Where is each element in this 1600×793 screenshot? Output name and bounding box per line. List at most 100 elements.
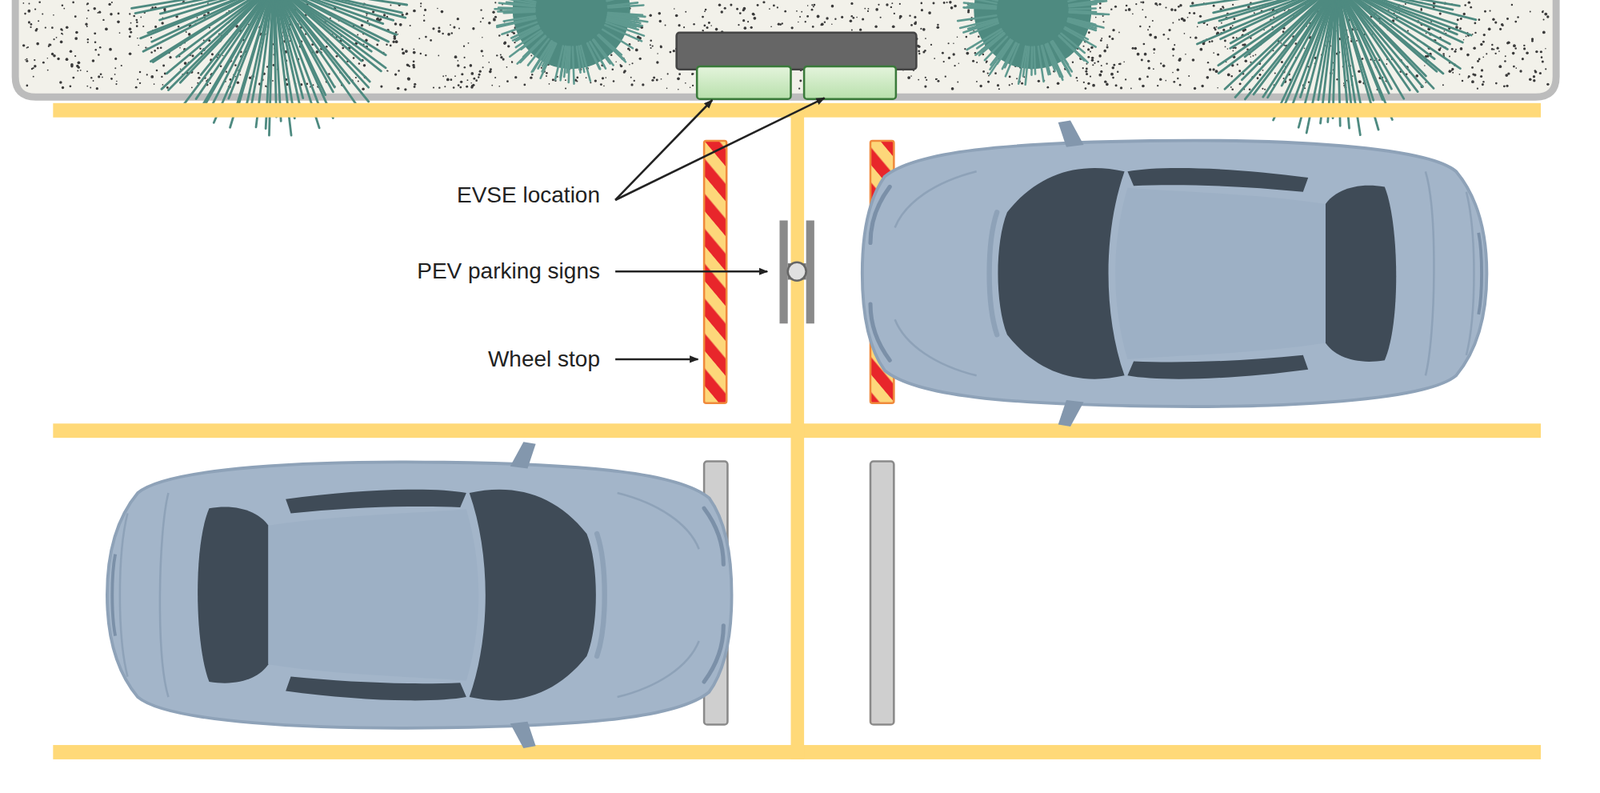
speckle [1087, 82, 1090, 85]
speckle [87, 9, 89, 12]
speckle [442, 75, 444, 77]
speckle [1087, 48, 1090, 51]
shrub-leaf [1030, 47, 1033, 76]
speckle [1119, 63, 1122, 66]
speckle [74, 15, 77, 18]
speckle [1504, 60, 1507, 63]
speckle [465, 85, 468, 88]
speckle [1504, 55, 1507, 57]
speckle [357, 80, 360, 82]
speckle [94, 40, 97, 44]
speckle [496, 54, 498, 56]
speckle [1523, 47, 1526, 50]
speckle [341, 47, 344, 50]
speckle [953, 4, 957, 8]
speckle [1095, 16, 1097, 19]
speckle [437, 29, 441, 33]
speckle [660, 44, 663, 48]
speckle [1206, 24, 1208, 26]
palm-frond [1198, 0, 1337, 24]
speckle [1011, 83, 1013, 85]
speckle [500, 53, 502, 56]
speckle [93, 7, 96, 10]
speckle [691, 72, 694, 76]
speckle [1167, 37, 1169, 40]
shrub-leaf [598, 35, 626, 62]
speckle [488, 61, 490, 64]
speckle [1037, 80, 1040, 83]
speckle [1147, 28, 1149, 31]
speckle [1173, 44, 1176, 46]
speckle [25, 58, 28, 60]
speckle [628, 64, 631, 66]
speckle [1116, 71, 1119, 73]
speckle [34, 8, 36, 10]
speckle [1532, 79, 1536, 82]
speckle [1176, 77, 1179, 80]
speckle [657, 12, 661, 16]
speckle [196, 16, 198, 19]
speckle [488, 70, 492, 74]
speckle [1179, 84, 1182, 87]
speckle [1046, 86, 1049, 89]
speckle [498, 34, 501, 37]
speckle [1207, 61, 1209, 64]
speckle [494, 16, 497, 19]
speckle [108, 3, 111, 6]
car [107, 441, 732, 748]
speckle [956, 81, 959, 84]
speckle [1096, 60, 1099, 63]
speckle [1534, 70, 1537, 73]
speckle [1255, 54, 1257, 56]
speckle [925, 79, 928, 81]
speckle [383, 13, 386, 16]
speckle [32, 76, 35, 78]
speckle [796, 10, 798, 12]
speckle [397, 33, 400, 36]
speckle [128, 12, 131, 15]
speckle [116, 80, 118, 83]
speckle [994, 72, 997, 75]
speckle [444, 85, 446, 88]
speckle [799, 79, 802, 82]
speckle [31, 68, 33, 70]
leader-arrow [615, 270, 768, 273]
speckle [1498, 50, 1500, 52]
speckle [1124, 78, 1127, 80]
speckle [513, 41, 516, 44]
speckle [47, 57, 49, 60]
speckle [1459, 73, 1461, 76]
speckle [86, 70, 88, 72]
speckle [1504, 73, 1508, 77]
speckle [1451, 69, 1453, 72]
speckle [1240, 83, 1242, 85]
callout-label: EVSE location [456, 182, 600, 208]
speckle [1192, 58, 1196, 62]
speckle [1105, 62, 1108, 64]
speckle [506, 80, 509, 83]
shrub-leaf [506, 2, 536, 6]
speckle [1416, 75, 1419, 78]
speckle [1358, 80, 1362, 84]
shrub-leaf [1051, 42, 1069, 74]
sign-post [779, 220, 788, 324]
speckle [1136, 52, 1140, 56]
speckle [1112, 66, 1115, 69]
speckle [1420, 8, 1423, 12]
speckle [504, 41, 507, 44]
speckle [600, 83, 603, 86]
speckle [104, 27, 108, 31]
speckle [660, 78, 663, 80]
speckle [564, 79, 567, 81]
speckle [781, 22, 784, 24]
speckle [60, 28, 63, 31]
speckle [458, 28, 460, 30]
speckle [744, 26, 748, 30]
speckle [1512, 52, 1516, 56]
speckle [630, 76, 632, 79]
speckle [401, 51, 405, 55]
speckle [412, 60, 416, 63]
speckle [1087, 56, 1090, 59]
speckle [413, 85, 416, 88]
speckle [1452, 72, 1454, 74]
